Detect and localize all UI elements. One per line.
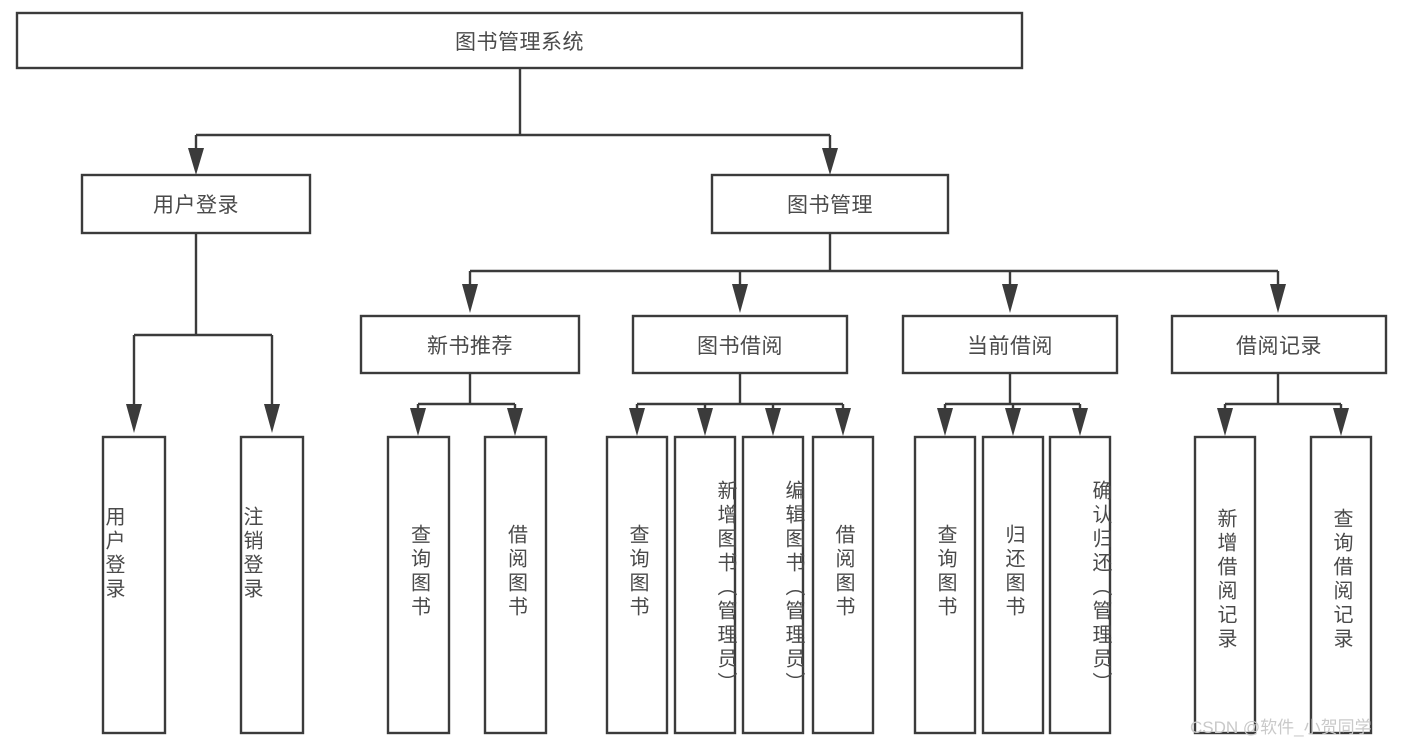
arrow-to-current-confirm-return (1072, 408, 1088, 436)
node-box-leaf-rec-query-book[interactable] (386, 435, 451, 735)
arrow-to-new-book-recommend (462, 284, 478, 313)
node-box-leaf-cur-return-book[interactable] (981, 435, 1045, 735)
node-box-leaf-logout[interactable] (239, 435, 305, 735)
arrow-to-leaf-user-login (126, 404, 142, 433)
arrow-to-borrow-add-book (697, 408, 713, 436)
arrow-to-borrow-record (1270, 284, 1286, 313)
node-box-leaf-brw-add-book[interactable] (673, 435, 737, 735)
node-box-root[interactable] (15, 11, 1024, 70)
node-box-leaf-user-login[interactable] (101, 435, 167, 735)
arrow-to-borrow-query-book (629, 408, 645, 436)
node-box-leaf-brw-edit-book[interactable] (741, 435, 805, 735)
arrow-to-borrow-edit-book (765, 408, 781, 436)
arrow-to-user-login (188, 148, 204, 175)
node-box-user-login[interactable] (80, 173, 312, 235)
node-box-leaf-cur-query-book[interactable] (913, 435, 977, 735)
connector-group (126, 68, 1349, 436)
node-box-leaf-rec-borrow-book[interactable] (483, 435, 548, 735)
arrow-to-record-add (1217, 408, 1233, 436)
node-box-new-book-recommend[interactable] (359, 314, 581, 375)
arrow-to-current-borrow (1002, 284, 1018, 313)
node-rect-group (15, 11, 1388, 735)
node-box-book-manage[interactable] (710, 173, 950, 235)
arrow-to-borrow-borrow-book (835, 408, 851, 436)
node-box-leaf-rec-add[interactable] (1193, 435, 1257, 735)
arrow-to-record-query (1333, 408, 1349, 436)
node-box-book-borrow[interactable] (631, 314, 849, 375)
node-box-leaf-cur-confirm[interactable] (1048, 435, 1112, 735)
arrow-to-leaf-logout (264, 404, 280, 433)
node-box-borrow-record[interactable] (1170, 314, 1388, 375)
arrow-to-recommend-query-book (410, 408, 426, 436)
node-box-current-borrow[interactable] (901, 314, 1119, 375)
node-box-leaf-rec-query[interactable] (1309, 435, 1373, 735)
node-box-leaf-brw-query-book[interactable] (605, 435, 669, 735)
arrow-to-book-borrow (732, 284, 748, 313)
arrow-to-current-return-book (1005, 408, 1021, 436)
arrow-to-current-query-book (937, 408, 953, 436)
node-box-leaf-brw-borrow-book[interactable] (811, 435, 875, 735)
arrow-to-book-manage (822, 148, 838, 175)
arrow-to-recommend-borrow-book (507, 408, 523, 436)
